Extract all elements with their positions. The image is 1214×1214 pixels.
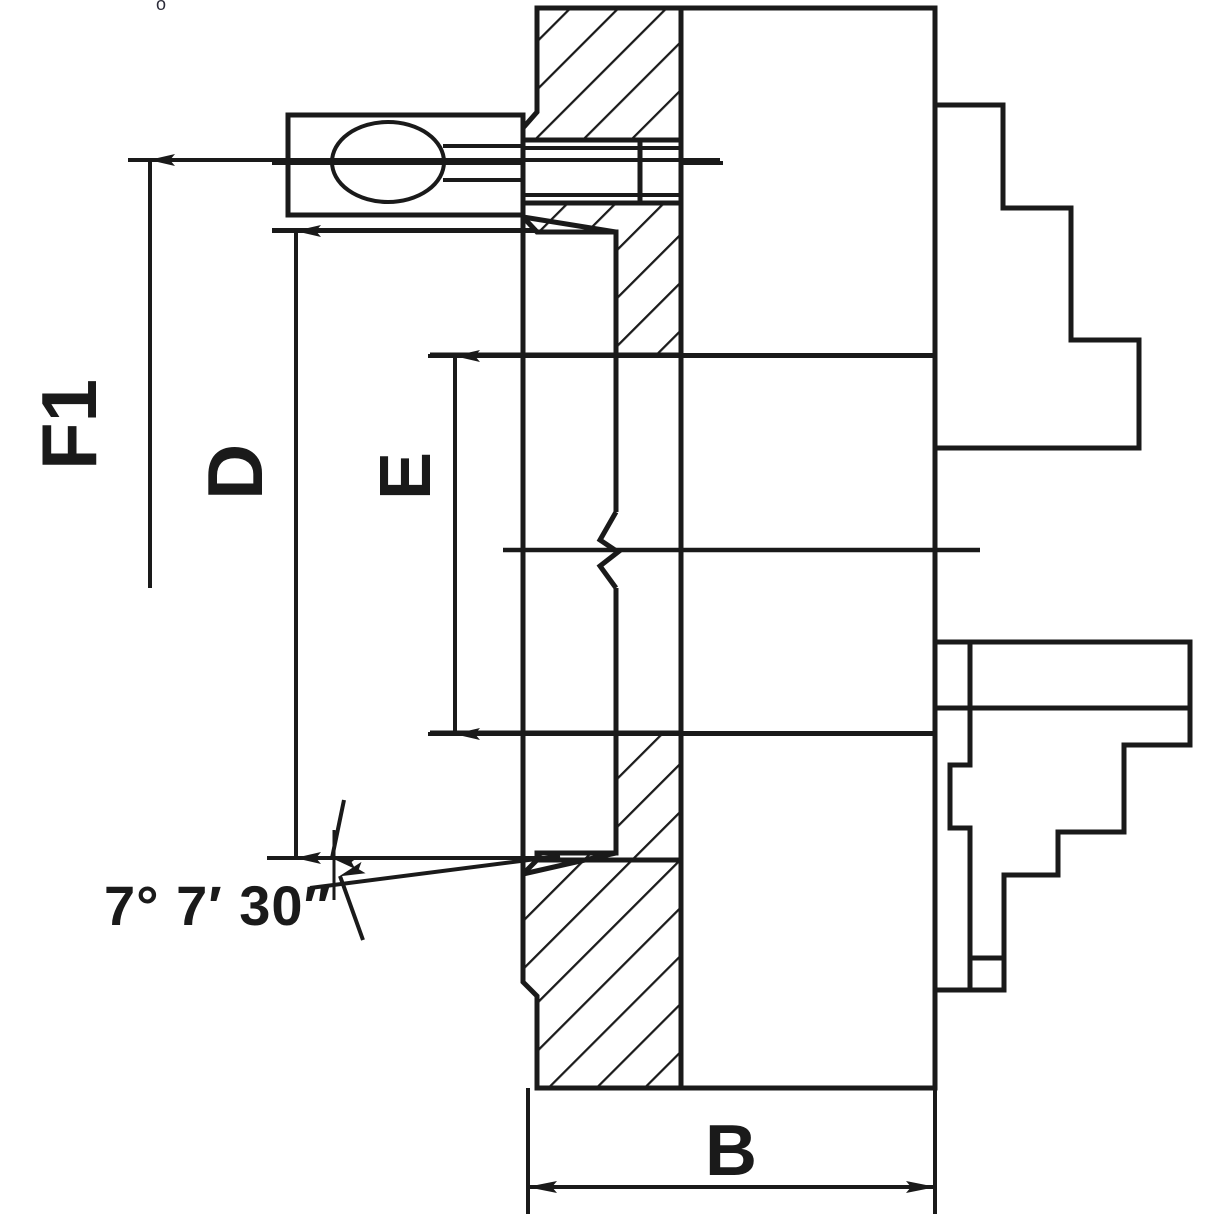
upper-mid-hatched-section — [520, 200, 684, 358]
lower-mid-hatched-section — [534, 730, 684, 863]
lower-hatched-section — [520, 857, 684, 1091]
dimension-label-e: E — [366, 451, 446, 500]
angle-arrow-lower[interactable] — [338, 861, 366, 941]
dimension-label-f1: F1 — [25, 378, 113, 470]
dimension-label-b: B — [705, 1111, 757, 1191]
chuck-body-group — [128, 5, 1193, 1214]
upper-jaw — [932, 102, 1142, 451]
corner-mark-glyph: o — [156, 0, 167, 14]
lower-jaw — [932, 639, 1193, 993]
angle-taper-line — [309, 854, 561, 890]
bolt-bore-channel — [520, 137, 684, 206]
dimension-label-d: D — [191, 443, 279, 500]
lower-jaw-notch — [947, 708, 973, 990]
dimension-label-angle: 7° 7′ 30″ — [104, 874, 332, 937]
